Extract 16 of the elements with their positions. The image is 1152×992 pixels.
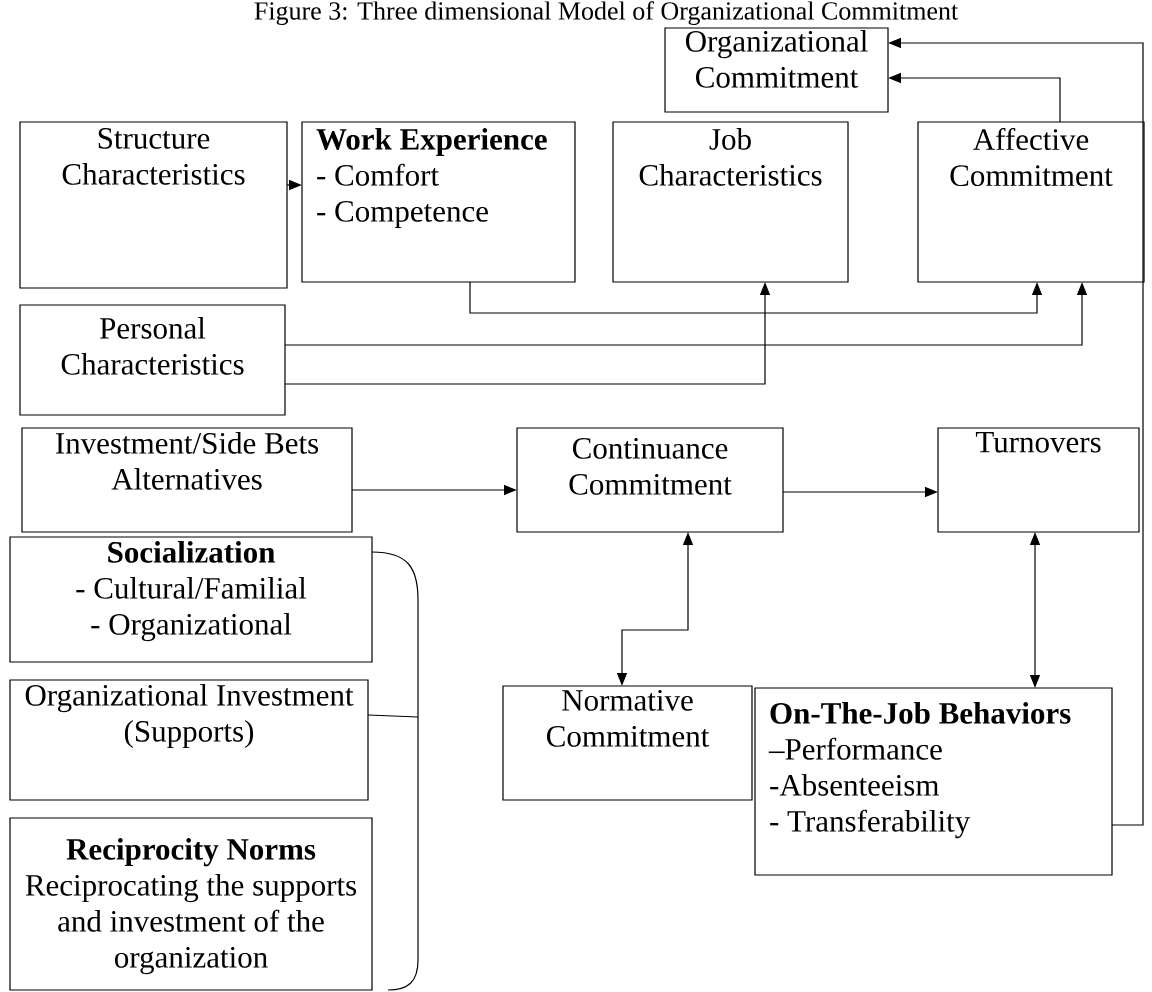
text-box: Socialization - Cultural/Familial - Organizational [9, 536, 373, 663]
connector-line [367, 714, 419, 718]
text-box: Normative Commitment [502, 685, 753, 801]
text-box: Structure Characteristics [19, 121, 288, 289]
bracket [371, 551, 419, 991]
figure-title: Figure 3: Three dimensional Model of Organizational Commitment [254, 1, 959, 26]
text-box: Reciprocity Norms Reciprocating the supports and investment of the organization [9, 817, 373, 991]
text-box: Job Characteristics [612, 121, 849, 283]
text-box: Continuance Commitment [516, 427, 784, 533]
text-box: Turnovers [937, 427, 1140, 533]
text-box: Organizational Commitment [664, 27, 889, 113]
text-box: Investment/Side Bets Alternatives [21, 427, 353, 533]
text-box: Personal Characteristics [19, 304, 286, 416]
text-box: Affective Commitment [917, 121, 1145, 283]
text-box: Work Experience - Comfort - Competence [301, 121, 576, 283]
text-box: Organizational Investment (Supports) [9, 679, 369, 801]
